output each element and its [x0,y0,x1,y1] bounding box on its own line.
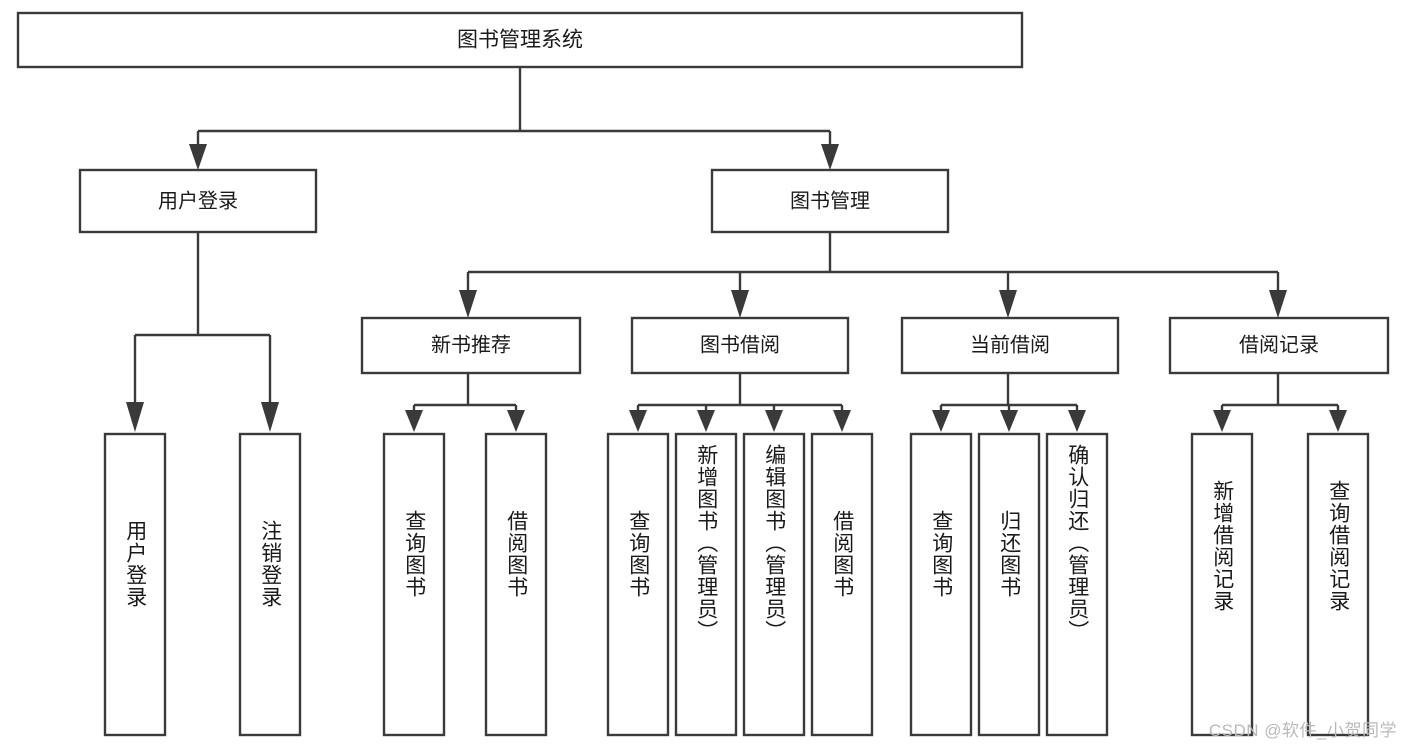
leaf-box-add-record[interactable] [1190,432,1254,737]
node-user-login-box[interactable] [78,168,318,234]
leaf-box-add-book[interactable] [674,432,738,737]
node-book-borrow-label: 图书借阅 [700,333,780,356]
connector-group-current-borrow [932,373,1086,432]
arrow-head-current-borrow [999,290,1017,318]
arrow-head-new-book-recommend [459,290,477,318]
arrow-head-user-login [189,144,207,170]
arrow-head-leaf-query-book-1 [405,410,423,432]
leaf-box-return-book[interactable] [977,432,1041,737]
leaf-box-query-book-3[interactable] [909,432,973,737]
leaf-box-group [103,432,1370,737]
node-root-label: 图书管理系统 [457,29,583,52]
arrow-head-leaf-query-book-2 [629,410,647,432]
node-current-borrow-box[interactable] [900,316,1120,375]
arrow-head-book-borrow [731,290,749,318]
arrow-head-leaf-query-record [1329,410,1347,432]
arrow-head-leaf-confirm-return [1068,410,1086,432]
leaf-box-query-book-1[interactable] [382,432,446,737]
leaf-box-logout[interactable] [238,432,302,737]
node-new-book-recommend-label: 新书推荐 [431,333,511,356]
node-new-book-recommend-box[interactable] [360,316,582,375]
node-book-management[interactable]: 图书管理 [710,168,950,234]
arrow-head-leaf-query-book-3 [932,410,950,432]
node-user-login-label: 用户登录 [158,189,238,212]
arrow-head-leaf-user-login [126,402,144,432]
leaf-box-confirm-return[interactable] [1045,432,1109,737]
leaf-box-query-book-2[interactable] [606,432,670,737]
node-book-management-box[interactable] [710,168,950,234]
arrow-head-leaf-add-record [1213,410,1231,432]
arrow-head-leaf-borrow-book-1 [507,410,525,432]
arrow-head-leaf-add-book [697,410,715,432]
arrow-head-leaf-borrow-book-2 [833,410,851,432]
node-current-borrow[interactable]: 当前借阅 [900,316,1120,375]
node-root[interactable]: 图书管理系统 [16,11,1024,69]
node-user-login[interactable]: 用户登录 [78,168,318,234]
node-root-box[interactable] [16,11,1024,69]
arrow-head-book-management [821,144,839,170]
node-borrow-record[interactable]: 借阅记录 [1168,316,1390,375]
leaf-box-edit-book[interactable] [742,432,806,737]
leaf-box-borrow-book-2[interactable] [810,432,874,737]
connector-group-borrow-record [1213,373,1347,432]
connector-group-book-borrow [629,373,851,432]
leaf-box-user-login[interactable] [103,432,167,737]
connector-group-root [189,67,839,170]
arrow-head-leaf-logout [261,402,279,432]
node-current-borrow-label: 当前借阅 [970,333,1050,356]
node-borrow-record-label: 借阅记录 [1239,333,1319,356]
node-book-management-label: 图书管理 [790,189,870,212]
leaf-box-query-record[interactable] [1306,432,1370,737]
csdn-watermark: CSDN @软件_小贺同学 [1208,721,1397,740]
connector-group-book-management [459,232,1287,318]
node-book-borrow-box[interactable] [630,316,850,375]
node-new-book-recommend[interactable]: 新书推荐 [360,316,582,375]
arrow-head-leaf-return-book [1000,410,1018,432]
connector-group-new-book-recommend [405,373,525,432]
leaf-box-borrow-book-1[interactable] [484,432,548,737]
node-borrow-record-box[interactable] [1168,316,1390,375]
connector-group-user-login [126,232,279,432]
arrow-head-leaf-edit-book [765,410,783,432]
node-book-borrow[interactable]: 图书借阅 [630,316,850,375]
arrow-head-borrow-record [1269,290,1287,318]
